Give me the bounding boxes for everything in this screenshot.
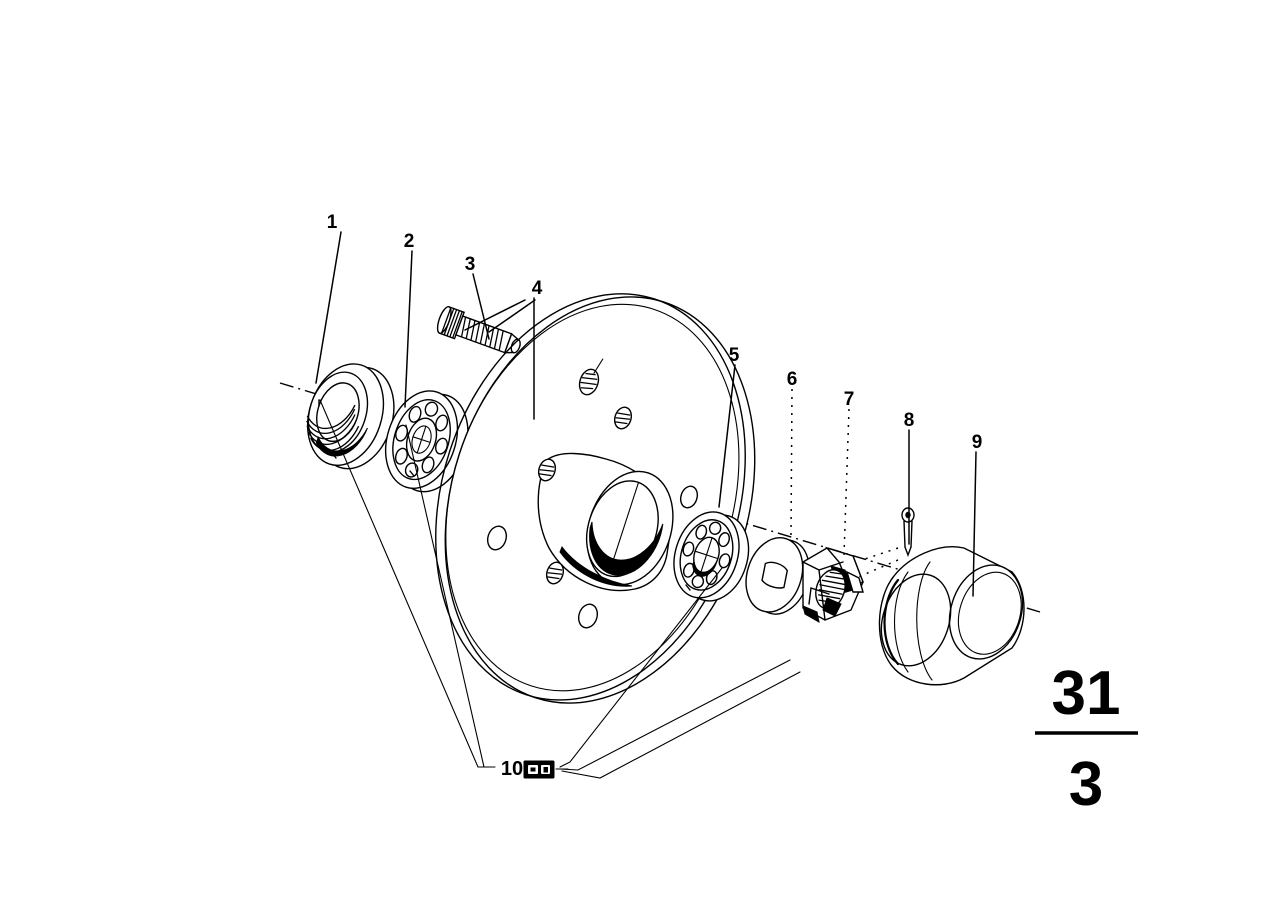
callout-number-8: 8: [904, 410, 915, 431]
part-brake-disc-hub: [435, 293, 756, 704]
part-castle-nut: [802, 546, 864, 623]
repair-kit-badge: [523, 760, 555, 779]
part-cotter-pin: [855, 507, 915, 579]
callout-number-9: 9: [972, 432, 983, 453]
callout-number-10: 10: [501, 758, 523, 780]
part-ball-bearing-outer: [385, 390, 469, 493]
lug-holes: [486, 358, 699, 629]
callout-number-6: 6: [787, 369, 798, 390]
part-ball-bearing-inner: [673, 511, 750, 602]
page-marker: 31 3: [1035, 659, 1138, 819]
callout-number-7: 7: [844, 389, 855, 410]
callout-number-2: 2: [404, 231, 415, 252]
part-wheel-stud: [436, 305, 521, 354]
page-marker-group: 31: [1052, 659, 1121, 728]
callout-number-3: 3: [465, 254, 476, 275]
callout-number-4: 4: [532, 278, 543, 299]
part-shaft-seal: [306, 363, 395, 470]
hub-barrel: [537, 452, 674, 592]
callout-numbers: 1 2 3 4 5 6 7 8 9: [327, 212, 983, 453]
part-lock-washer: [745, 537, 810, 615]
page-marker-sub: 3: [1069, 750, 1103, 819]
callout-number-1: 1: [327, 212, 338, 233]
callout-leaders: [315, 231, 977, 597]
part-dust-cap: [878, 546, 1025, 686]
repair-kit-callout: 10: [501, 758, 569, 780]
callout-number-5: 5: [729, 345, 740, 366]
